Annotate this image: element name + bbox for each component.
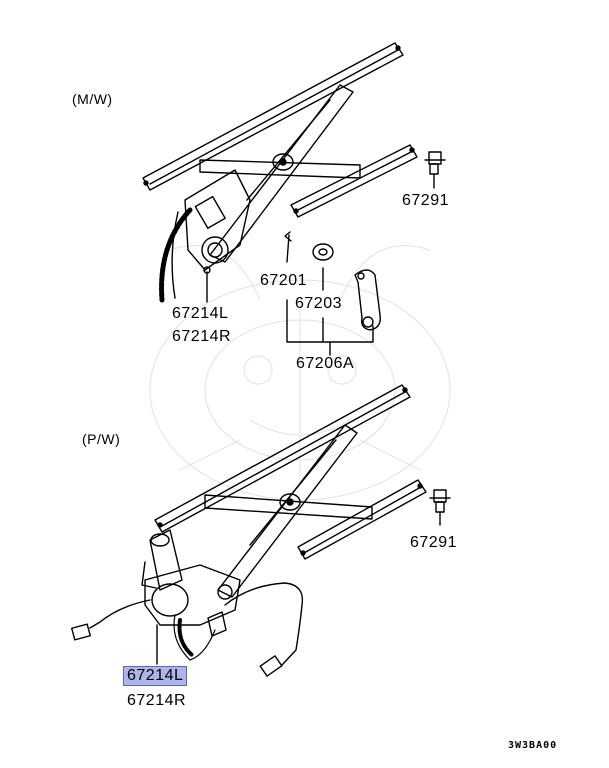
part-link-mw-regulator-r[interactable]: 67214R bbox=[172, 328, 232, 345]
handle-drawing bbox=[354, 269, 381, 331]
part-link-mw-bolt[interactable]: 67291 bbox=[402, 192, 449, 209]
section-label-manual: (M/W) bbox=[72, 91, 113, 107]
washer-drawing bbox=[312, 243, 334, 261]
mw-bolt-drawing bbox=[424, 151, 446, 189]
diagram-code: 3W3BA00 bbox=[508, 740, 558, 751]
handle-bracket-leader bbox=[286, 299, 374, 356]
pw-bolt-drawing bbox=[429, 489, 451, 526]
clip-drawing bbox=[284, 231, 292, 242]
part-link-pw-regulator-l-highlighted[interactable]: 67214L bbox=[122, 666, 188, 686]
part-link-washer[interactable]: 67203 bbox=[295, 295, 342, 312]
part-link-pw-regulator-r[interactable]: 67214R bbox=[127, 692, 187, 709]
part-link-handle[interactable]: 67206A bbox=[296, 355, 355, 372]
mw-regulator-drawing bbox=[142, 42, 418, 303]
part-link-mw-regulator-l[interactable]: 67214L bbox=[172, 305, 229, 322]
section-label-power: (P/W) bbox=[82, 431, 121, 447]
part-link-clip[interactable]: 67201 bbox=[260, 272, 307, 289]
part-link-pw-bolt[interactable]: 67291 bbox=[410, 534, 457, 551]
pw-regulator-drawing bbox=[71, 384, 427, 677]
